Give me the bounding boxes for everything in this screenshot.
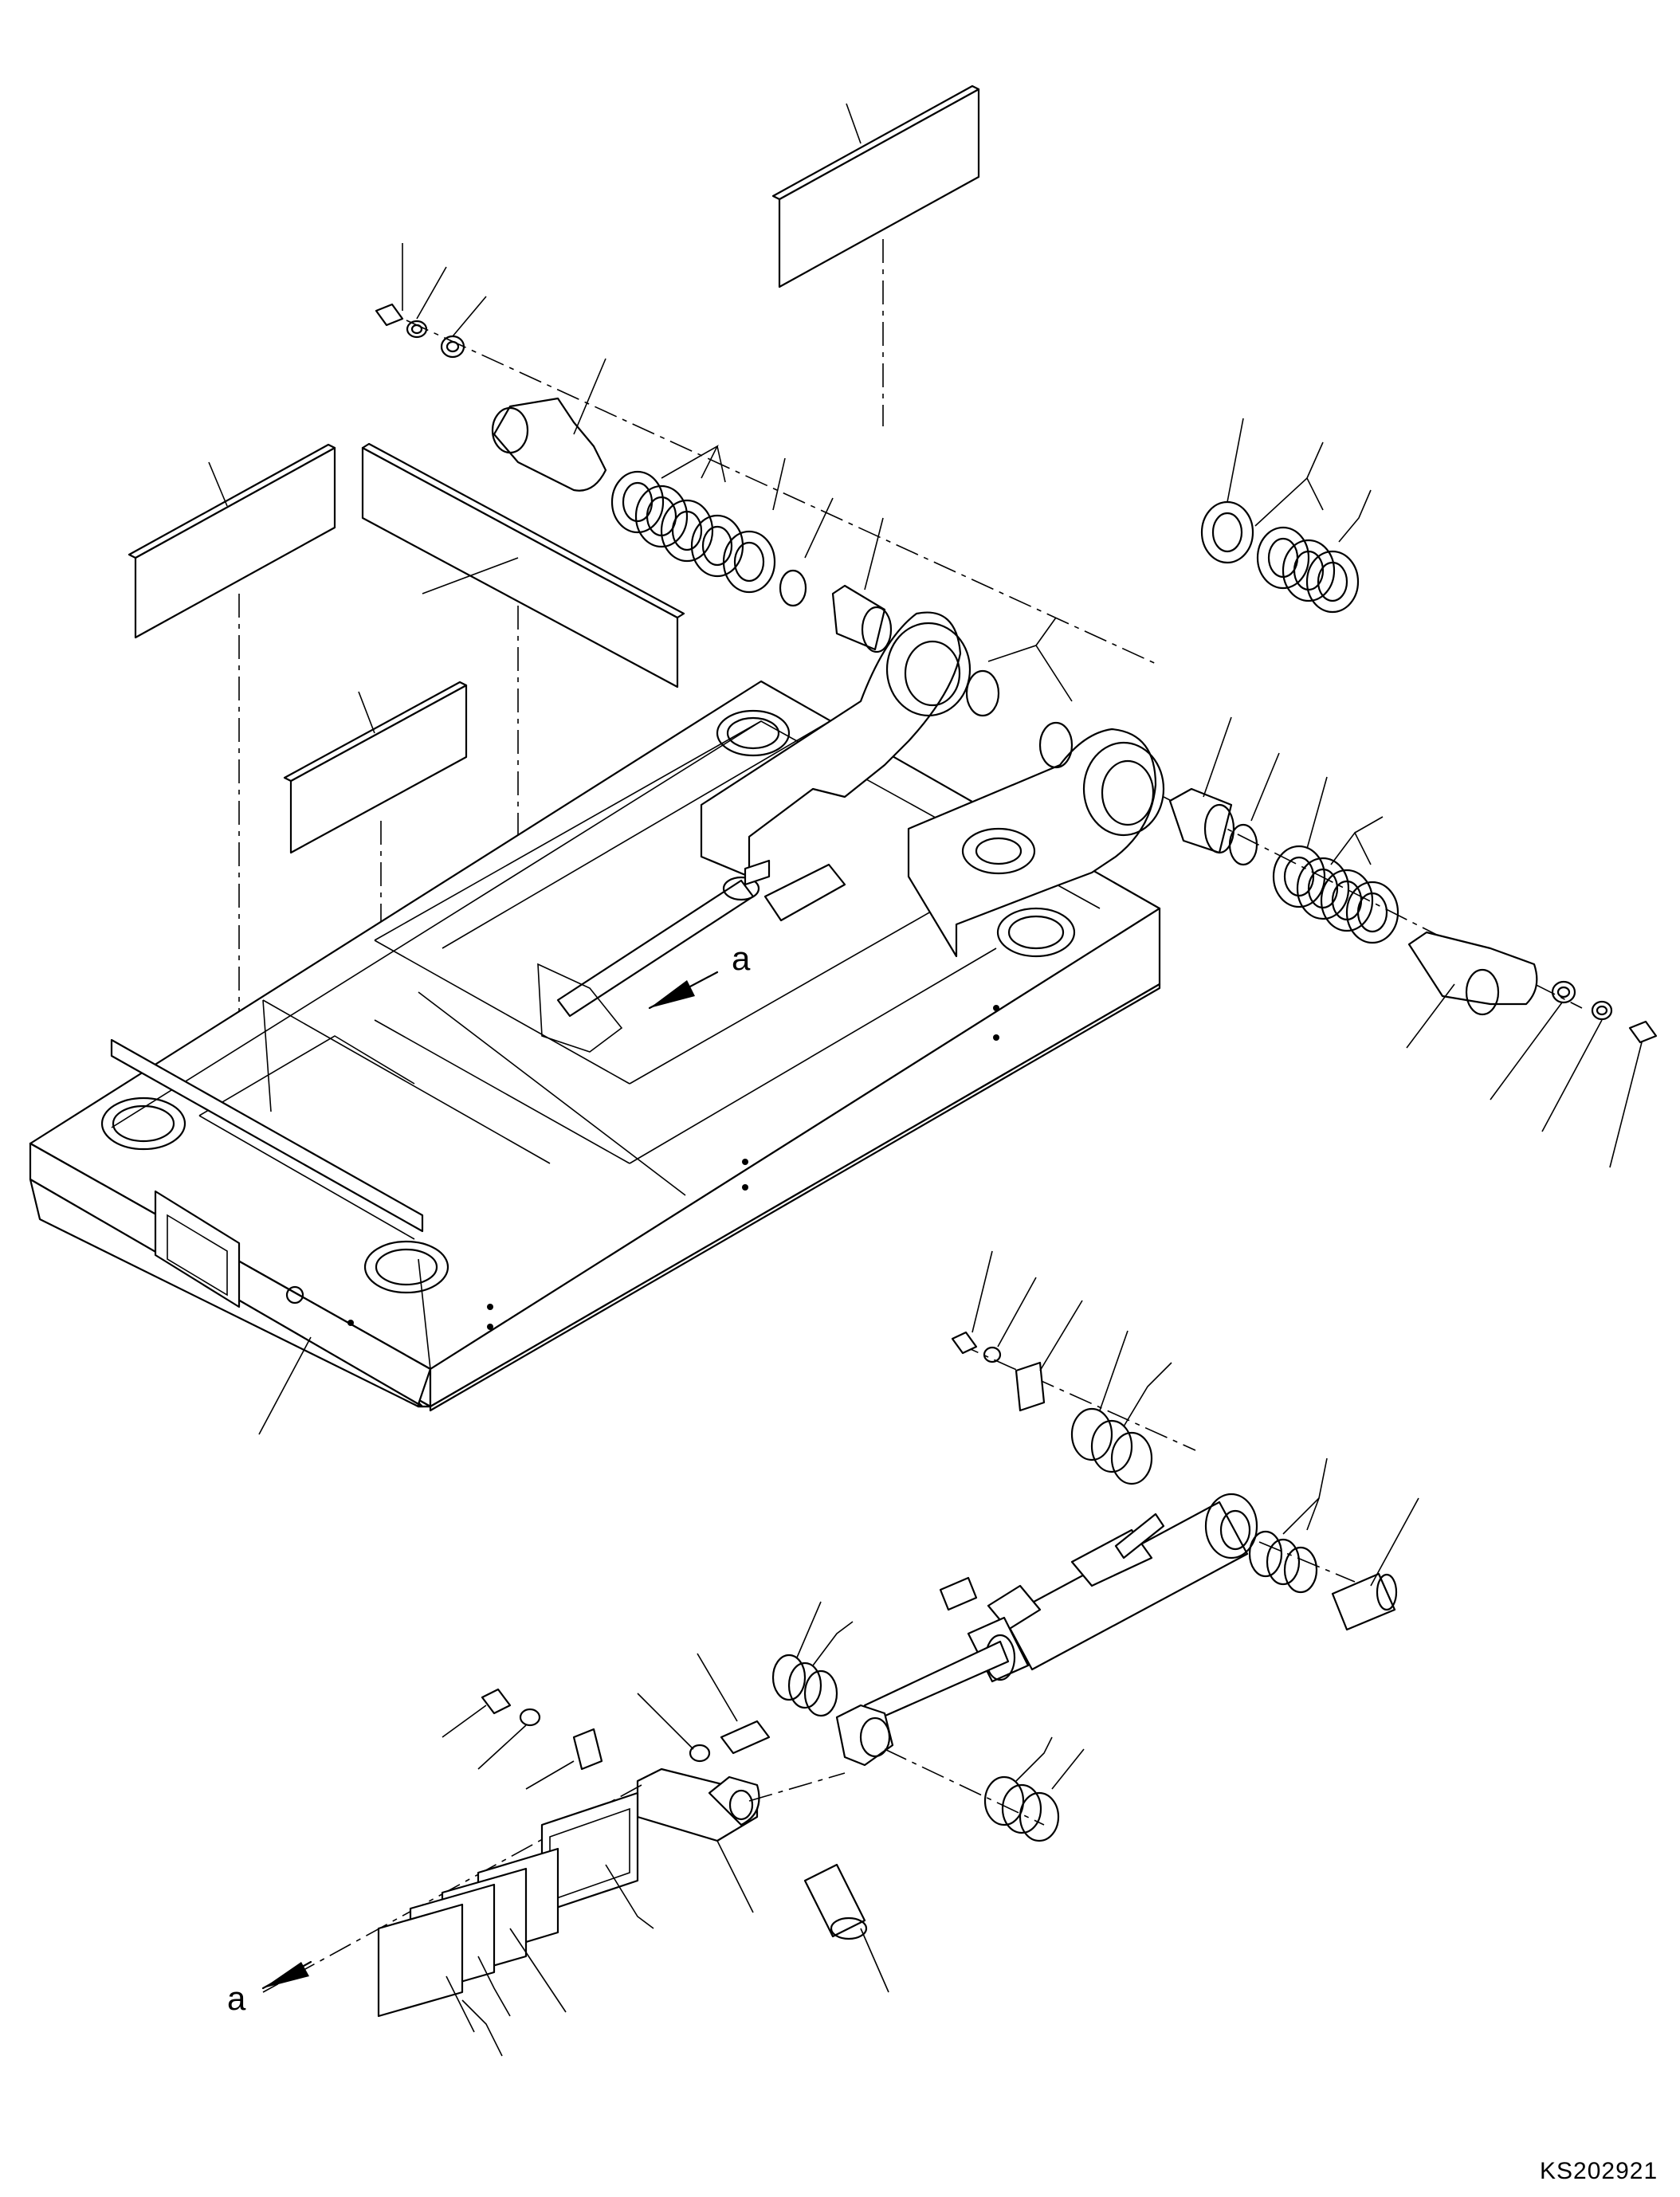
top-pin-assembly: [375, 243, 1160, 769]
drawing-code: KS202921: [1540, 2158, 1658, 2184]
weight-block-left: [128, 443, 336, 1052]
main-frame: [29, 680, 1161, 1435]
cylinder-assembly: [262, 1250, 1419, 2057]
view-label-a-top: a: [732, 940, 751, 977]
weight-block-top-right: [771, 84, 980, 426]
view-arrow-a-top: [648, 971, 719, 1010]
view-arrow-a-bottom: [261, 1960, 312, 1990]
right-pin-assembly: [1163, 716, 1658, 1168]
top-right-shims: [1200, 418, 1372, 614]
view-label-a-bottom: a: [227, 1979, 246, 2017]
swing-bracket: [537, 611, 1165, 1053]
weight-block-center: [283, 681, 468, 1068]
